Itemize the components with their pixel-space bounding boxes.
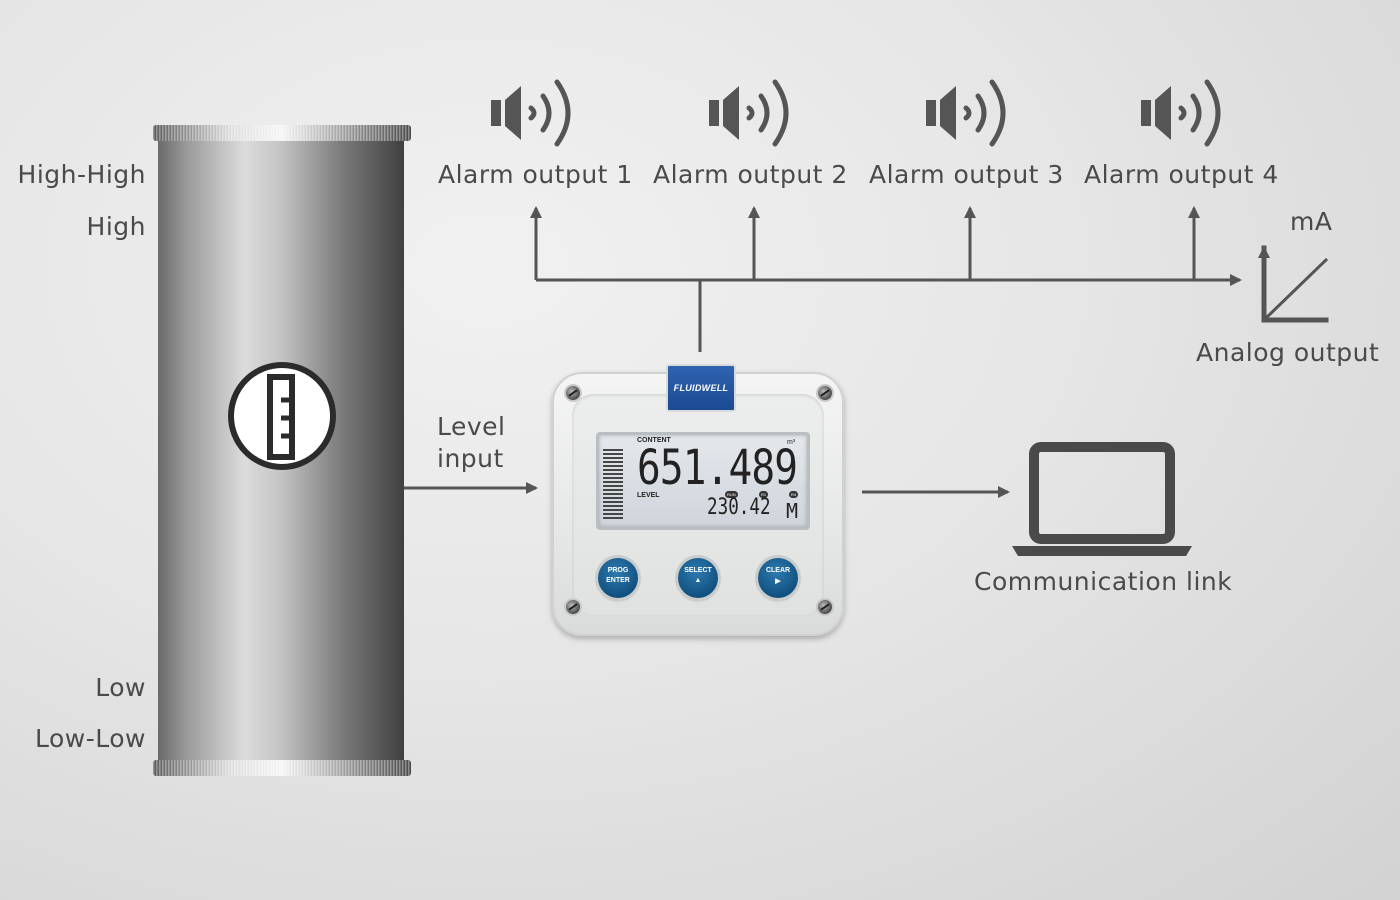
laptop-icon bbox=[1012, 442, 1192, 556]
level-low-low-label: Low-Low bbox=[35, 724, 146, 753]
lcd-sub-value: 230.42 bbox=[707, 495, 771, 520]
select-up-button[interactable]: SELECT ▲ bbox=[678, 558, 718, 598]
speaker-icon-3 bbox=[926, 79, 1006, 147]
lcd-indicator-run: RUN bbox=[725, 491, 738, 498]
lcd-indicator-r4: R4 bbox=[789, 491, 799, 498]
alarm-output-3-label: Alarm output 3 bbox=[869, 160, 1064, 189]
screw-icon bbox=[818, 600, 832, 614]
output-bus bbox=[530, 206, 1242, 352]
screw-icon bbox=[566, 386, 580, 400]
lcd-main-value: 651.489 bbox=[637, 440, 798, 496]
speaker-icon-4 bbox=[1141, 79, 1221, 147]
screw-icon bbox=[566, 600, 580, 614]
level-high-label: High bbox=[86, 212, 146, 241]
button-label-top: PROG bbox=[607, 567, 629, 574]
alarm-output-4-label: Alarm output 4 bbox=[1084, 160, 1279, 189]
level-input-label-line1: Level bbox=[437, 412, 506, 441]
up-arrow-icon: ▲ bbox=[694, 577, 702, 584]
screw-icon bbox=[818, 386, 832, 400]
right-arrow-icon: ▶ bbox=[775, 578, 781, 585]
brand-logo: FLUIDWELL bbox=[666, 364, 736, 412]
button-label-top: SELECT bbox=[684, 567, 712, 574]
analog-output-icon bbox=[1258, 245, 1329, 323]
bargraph bbox=[603, 449, 623, 521]
level-low-label: Low bbox=[95, 673, 146, 702]
level-input-label-line2: input bbox=[437, 444, 504, 473]
alarm-output-1-label: Alarm output 1 bbox=[438, 160, 633, 189]
button-label-bottom: ENTER bbox=[606, 577, 630, 584]
level-meter: FLUIDWELL CONTENT LEVEL m³ 651.489 RUN R… bbox=[552, 364, 844, 636]
communication-link-label: Communication link bbox=[974, 567, 1233, 596]
lcd-display: CONTENT LEVEL m³ 651.489 RUN R1 R4 230.4… bbox=[596, 432, 810, 530]
alarm-output-2-label: Alarm output 2 bbox=[653, 160, 848, 189]
level-high-high-label: High-High bbox=[17, 160, 146, 189]
prog-enter-button[interactable]: PROG ENTER bbox=[598, 558, 638, 598]
lcd-caption-bottom: LEVEL bbox=[637, 492, 660, 499]
button-label-top: CLEAR bbox=[765, 567, 791, 574]
speaker-icon-1 bbox=[491, 79, 571, 147]
lcd-sub-unit: M bbox=[786, 499, 799, 523]
speaker-icon-2 bbox=[709, 79, 789, 147]
level-sensor-icon bbox=[228, 362, 336, 470]
analog-unit-label: mA bbox=[1290, 207, 1333, 236]
lcd-caption-top: CONTENT bbox=[637, 437, 671, 444]
lcd-indicator-r1: R1 bbox=[759, 491, 769, 498]
lcd-unit-sup: m³ bbox=[787, 439, 796, 446]
clear-right-button[interactable]: CLEAR ▶ bbox=[758, 558, 798, 598]
analog-output-label: Analog output bbox=[1196, 338, 1380, 367]
